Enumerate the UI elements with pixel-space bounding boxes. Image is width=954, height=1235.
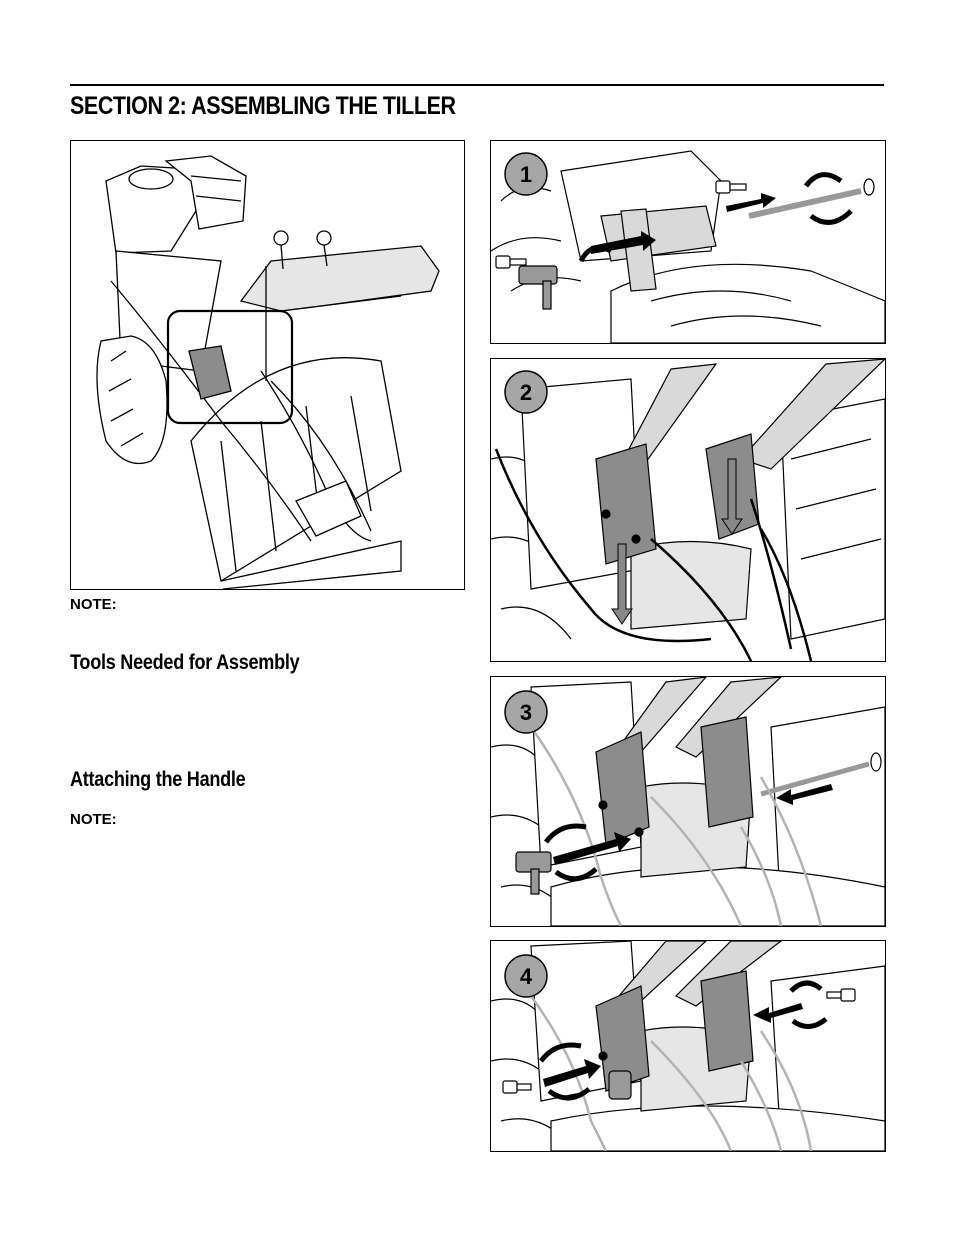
step-4-figure: 4 — [490, 940, 886, 1152]
push-arrow-icon — [611, 458, 743, 625]
step-1-figure: 1 — [490, 140, 886, 344]
step-3-badge: 3 — [504, 690, 548, 734]
top-rule — [70, 84, 884, 86]
step-3-illustration: 3 — [491, 677, 885, 926]
svg-text:1: 1 — [520, 162, 532, 187]
bolt-icon — [495, 180, 747, 269]
rotate-arrow-icon — [539, 980, 828, 1101]
note-label-2: NOTE: — [70, 811, 117, 828]
step-2-badge: 2 — [504, 370, 548, 414]
step-1-illustration: 1 — [491, 150, 885, 343]
bolt-icon — [502, 988, 856, 1094]
step-4-badge: 4 — [504, 954, 548, 998]
step-2-figure: 2 — [490, 358, 886, 662]
rotate-arrow-icon — [544, 823, 598, 882]
step-3-figure: 3 — [490, 676, 886, 927]
page-title: SECTION 2: ASSEMBLING THE TILLER — [70, 92, 456, 120]
tools-heading: Tools Needed for Assembly — [70, 651, 300, 674]
step-2-illustration: 2 — [491, 359, 885, 661]
push-arrow-icon — [543, 1003, 803, 1087]
step-4-illustration: 4 — [491, 941, 885, 1151]
push-arrow-icon — [553, 784, 833, 865]
tiller-overview-illustration — [96, 155, 440, 589]
tiller-overview-figure — [70, 140, 465, 590]
svg-text:3: 3 — [520, 700, 532, 725]
svg-text:2: 2 — [520, 380, 532, 405]
rotate-arrow-icon — [578, 172, 853, 263]
svg-text:4: 4 — [520, 964, 533, 989]
note-label-1: NOTE: — [70, 596, 117, 613]
step-1-badge: 1 — [504, 152, 548, 196]
attach-heading: Attaching the Handle — [70, 768, 246, 791]
